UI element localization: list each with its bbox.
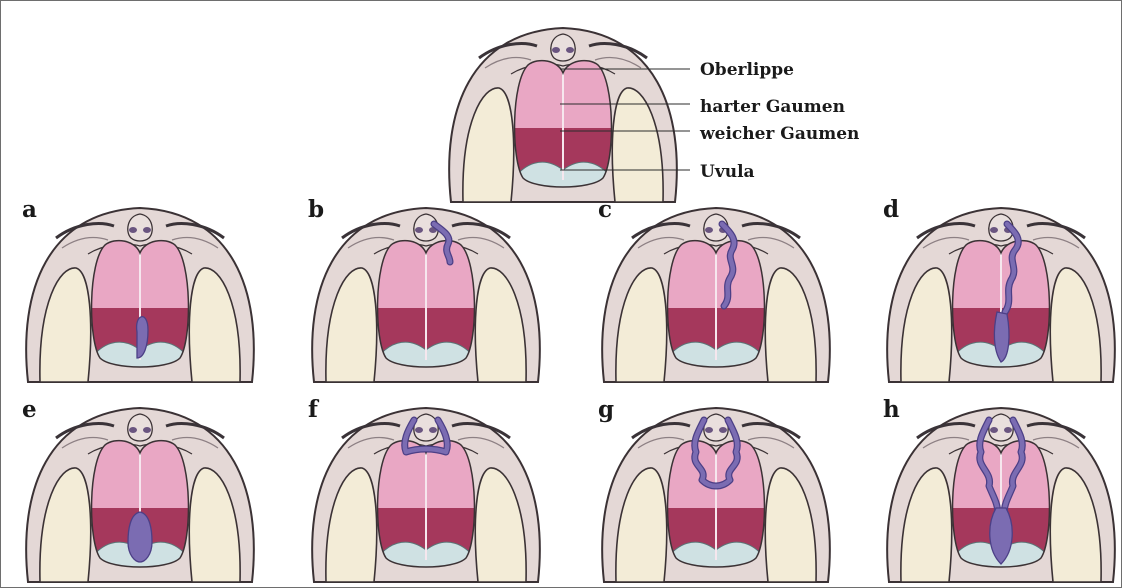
left-nostril	[552, 47, 560, 53]
left-nostril	[705, 227, 713, 233]
panel-e	[26, 408, 254, 588]
right-nostril	[429, 427, 437, 433]
panel-c	[602, 208, 830, 390]
panel-letter-g: g	[598, 396, 614, 423]
panel-g	[602, 408, 830, 588]
left-nostril	[129, 227, 137, 233]
panel-a	[26, 208, 254, 390]
panel-letter-e: e	[22, 396, 37, 423]
panel-f	[312, 408, 540, 588]
panel-letter-h: h	[883, 396, 900, 423]
panel-letter-d: d	[883, 196, 899, 223]
panel-h	[887, 408, 1115, 588]
left-nostril	[415, 227, 423, 233]
left-nostril	[415, 427, 423, 433]
left-nostril	[705, 427, 713, 433]
left-nostril	[990, 227, 998, 233]
right-nostril	[143, 227, 151, 233]
panel-letter-f: f	[308, 396, 320, 423]
label-oberlippe: Oberlippe	[700, 60, 794, 80]
reference-palate-diagram	[449, 28, 677, 210]
cleft-soft-palate	[128, 512, 152, 562]
cleft-variant-panels: a b c d e f g h	[22, 196, 1115, 588]
left-nostril	[129, 427, 137, 433]
label-harter-gaumen: harter Gaumen	[700, 97, 845, 117]
right-nostril	[1004, 427, 1012, 433]
panel-letter-c: c	[598, 196, 612, 223]
right-nostril	[719, 427, 727, 433]
panel-letter-b: b	[308, 196, 324, 223]
label-weicher-gaumen: weicher Gaumen	[699, 124, 859, 144]
right-nostril	[143, 427, 151, 433]
panel-d	[887, 208, 1115, 390]
right-nostril	[566, 47, 574, 53]
panel-letter-a: a	[22, 196, 37, 223]
left-nostril	[990, 427, 998, 433]
label-uvula: Uvula	[700, 162, 755, 182]
panel-b	[312, 208, 540, 390]
